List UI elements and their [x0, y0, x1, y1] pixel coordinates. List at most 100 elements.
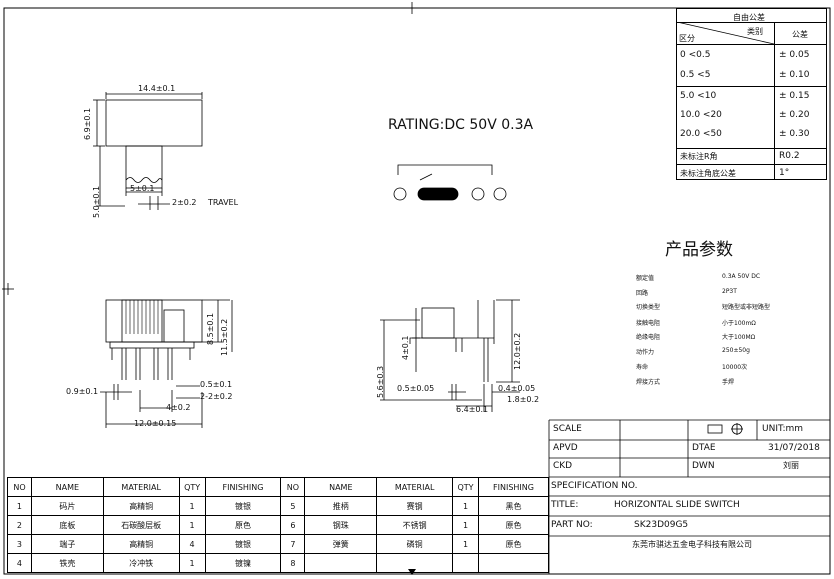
bom-cell: 底板 — [30, 515, 104, 535]
bom-cell: 7 — [280, 534, 306, 554]
bom-cell: 弹簧 — [304, 534, 378, 554]
bom-header: FINISHING — [478, 477, 549, 497]
dwn-value: 刘丽 — [783, 461, 799, 470]
dim-height: 6.9±0.1 — [83, 107, 92, 140]
drawing-frame — [3, 7, 831, 575]
date-value: 31/07/2018 — [768, 443, 820, 453]
param-label: 回路 — [636, 290, 649, 297]
dwn-label: DWN — [692, 461, 715, 471]
bom-cell: 1 — [7, 496, 32, 516]
param-value: 10000次 — [722, 364, 748, 371]
bom-cell: 镀银 — [204, 496, 282, 516]
date-label: DTAE — [692, 443, 716, 453]
bom-cell: 1 — [452, 534, 480, 554]
dim-side-width: 6.4±0.1 — [456, 405, 489, 414]
front-view — [100, 299, 233, 428]
tolerance-range: 0 <0.5 — [680, 50, 711, 60]
tolerance-value: ± 0.10 — [779, 70, 810, 80]
dim-knob-width: 5±0.1 — [130, 184, 155, 193]
bom-cell: 镀镍 — [204, 553, 282, 573]
side-view — [380, 299, 520, 412]
company-name: 东莞市骐达五金电子科技有限公司 — [632, 540, 752, 549]
bom-header: MATERIAL — [376, 477, 454, 497]
dim-pitch-pair: 2-2±0.2 — [200, 392, 233, 401]
bom-cell: 4 — [178, 534, 206, 554]
title-block-grid — [548, 419, 830, 574]
bom-cell: 6 — [280, 515, 306, 535]
bom-cell: 3 — [7, 534, 32, 554]
tolerance-range: 未标注R角 — [680, 152, 718, 161]
dim-width: 14.4±0.1 — [138, 84, 176, 93]
bom-cell — [376, 553, 454, 573]
bom-cell: 原色 — [478, 534, 549, 554]
dim-front-h2: 11.5±0.2 — [220, 318, 229, 356]
tolerance-range: 10.0 <20 — [680, 110, 722, 120]
top-view — [93, 92, 203, 210]
bom-cell — [452, 553, 480, 573]
dim-side-left: 5.6±0.3 — [376, 365, 385, 398]
dim-side-right: 12.0±0.2 — [513, 332, 522, 370]
bom-cell: 1 — [178, 515, 206, 535]
bom-cell: 磷铜 — [376, 534, 454, 554]
dim-knob-height: 5.0±0.1 — [92, 185, 101, 218]
bom-cell: 推柄 — [304, 496, 378, 516]
bom-cell: 高精铜 — [102, 496, 180, 516]
tolerance-value: R0.2 — [779, 151, 800, 161]
bom-cell: 原色 — [478, 515, 549, 535]
param-value: 手焊 — [722, 379, 735, 386]
bom-table: NO NAME MATERIAL QTY FINISHING NO NAME M… — [7, 477, 549, 573]
bom-cell: 铁壳 — [30, 553, 104, 573]
dim-side-gap: 1.8±0.2 — [507, 395, 540, 404]
param-label: 焊接方式 — [636, 379, 661, 386]
bom-cell: 赛钢 — [376, 496, 454, 516]
param-value: 小于100mΩ — [722, 320, 756, 327]
bom-cell: 黑色 — [478, 496, 549, 516]
bom-header: NAME — [30, 477, 104, 497]
tolerance-value: ± 0.05 — [779, 50, 810, 60]
bom-header: QTY — [178, 477, 206, 497]
bom-cell: 1 — [452, 496, 480, 516]
bom-header: MATERIAL — [102, 477, 180, 497]
bom-header: QTY — [452, 477, 480, 497]
bom-cell: 1 — [452, 515, 480, 535]
tolerance-range: 5.0 <10 — [680, 91, 717, 101]
bom-cell: 4 — [7, 553, 32, 573]
bom-cell: 石碳酸层板 — [102, 515, 180, 535]
param-value: 2P3T — [722, 288, 737, 295]
apvd-label: APVD — [553, 443, 578, 453]
bom-header: NO — [7, 477, 32, 497]
tolerance-header-left: 区分 — [679, 34, 695, 43]
bom-cell: 8 — [280, 553, 306, 573]
param-value: 250±50g — [722, 347, 750, 354]
spec-label: SPECIFICATION NO. — [551, 481, 638, 491]
tolerance-header-mid: 类别 — [747, 27, 763, 36]
bom-cell — [478, 553, 549, 573]
params-title: 产品参数 — [665, 240, 733, 260]
tolerance-value: ± 0.30 — [779, 129, 810, 139]
bom-row: 4 铁壳 冷冲铁 1 镀镍 8 — [7, 553, 549, 573]
bom-cell: 端子 — [30, 534, 104, 554]
switch-schematic — [393, 164, 507, 201]
tolerance-value: ± 0.20 — [779, 110, 810, 120]
tolerance-header-diagonal — [677, 22, 774, 44]
tolerance-range: 0.5 <5 — [680, 70, 711, 80]
dim-front-left: 0.9±0.1 — [66, 387, 99, 396]
bom-row: 1 码片 高精铜 1 镀银 5 推柄 赛钢 1 黑色 — [7, 496, 549, 516]
bom-cell: 2 — [7, 515, 32, 535]
ckd-label: CKD — [553, 461, 573, 471]
bom-cell: 1 — [178, 496, 206, 516]
bom-row: 3 端子 高精铜 4 镀银 7 弹簧 磷铜 1 原色 — [7, 534, 549, 554]
bom-header: NAME — [304, 477, 378, 497]
bom-cell: 高精铜 — [102, 534, 180, 554]
bom-cell: 1 — [178, 553, 206, 573]
dim-side-pin-right: 0.4±0.05 — [498, 384, 536, 393]
unit-label: UNIT:mm — [762, 424, 804, 434]
dim-front-total: 12.0±0.15 — [134, 419, 177, 428]
dim-side-body: 4±0.1 — [401, 335, 410, 360]
bom-cell: 镀银 — [204, 534, 282, 554]
dim-travel: 2±0.2 — [172, 198, 197, 207]
travel-label: TRAVEL — [208, 198, 239, 207]
bom-cell — [304, 553, 378, 573]
dim-front-h1: 8.5±0.1 — [206, 312, 215, 345]
